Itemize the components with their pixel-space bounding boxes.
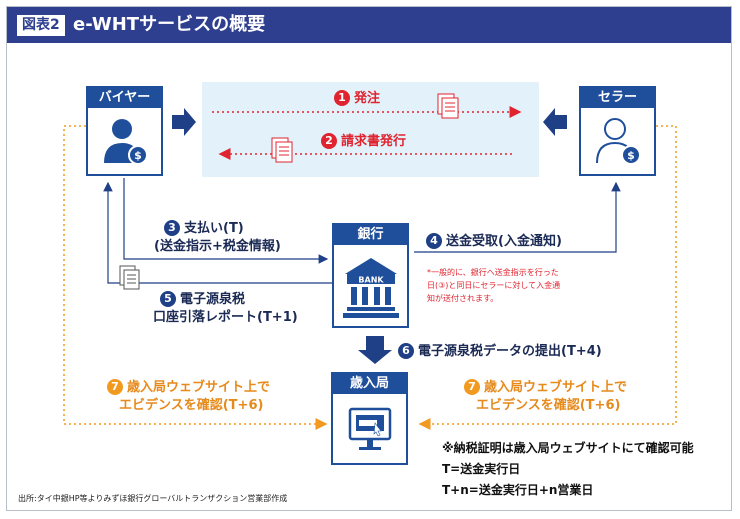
buyer-label: バイヤー [88, 88, 161, 108]
seller-label: セラー [581, 88, 654, 108]
invoice-document-icon [271, 137, 293, 163]
svg-text:$: $ [627, 149, 635, 162]
receipt-line [414, 181, 621, 253]
remarks: ※納税証明は歳入局ウェブサイトにて確認可能 T=送金実行日 T+n=送金実行日+… [442, 441, 694, 497]
report-line [103, 181, 332, 284]
step-3-number: 3 [164, 220, 180, 236]
step-5-number: 5 [160, 291, 176, 307]
svg-text:BANK: BANK [358, 275, 384, 284]
buyer-rd-line [63, 125, 328, 430]
svg-text:$: $ [134, 149, 142, 162]
figure-frame [6, 6, 732, 511]
step-7-left-number: 7 [107, 379, 123, 395]
step-7-right-number: 7 [464, 379, 480, 395]
figure-header: 図表2 e-WHTサービスの概要 [7, 7, 731, 43]
step-2-number: 2 [321, 133, 337, 149]
seller-rd-line [418, 125, 677, 430]
buyer-to-panel-arrow [172, 108, 196, 136]
seller-box: セラー $ [579, 86, 656, 176]
report-document-icon [119, 265, 140, 290]
buyer-box: バイヤー $ [86, 86, 163, 176]
seller-to-panel-arrow [543, 108, 567, 136]
seller-person-icon: $ [581, 108, 654, 174]
order-panel [202, 82, 539, 177]
bank-to-rd-arrow [358, 336, 392, 364]
step-6-number: 6 [398, 343, 414, 359]
buyer-person-icon: $ [88, 108, 161, 174]
order-document-icon [437, 93, 459, 119]
step-1-number: 1 [334, 90, 350, 106]
bank-label: 銀行 [334, 225, 407, 245]
step-4-number: 4 [426, 233, 442, 249]
revenue-department-label: 歳入局 [333, 374, 406, 394]
website-monitor-icon [333, 394, 406, 463]
payment-line [123, 178, 329, 264]
source-footnote: 出所:タイ中銀HP等よりみずほ銀行グローバルトランザクション営業部作成 [18, 494, 288, 503]
bank-building-icon: BANK [334, 245, 407, 326]
revenue-department-box: 歳入局 [331, 372, 408, 465]
figure-number: 図表2 [17, 15, 65, 36]
figure-title: e-WHTサービスの概要 [73, 14, 266, 35]
bank-box: 銀行 BANK [332, 223, 409, 328]
bank-notification-note: *一般的に、銀行へ送金指示を行った 日(③)と同日にセラーに対して入金通 知が送… [427, 268, 561, 303]
